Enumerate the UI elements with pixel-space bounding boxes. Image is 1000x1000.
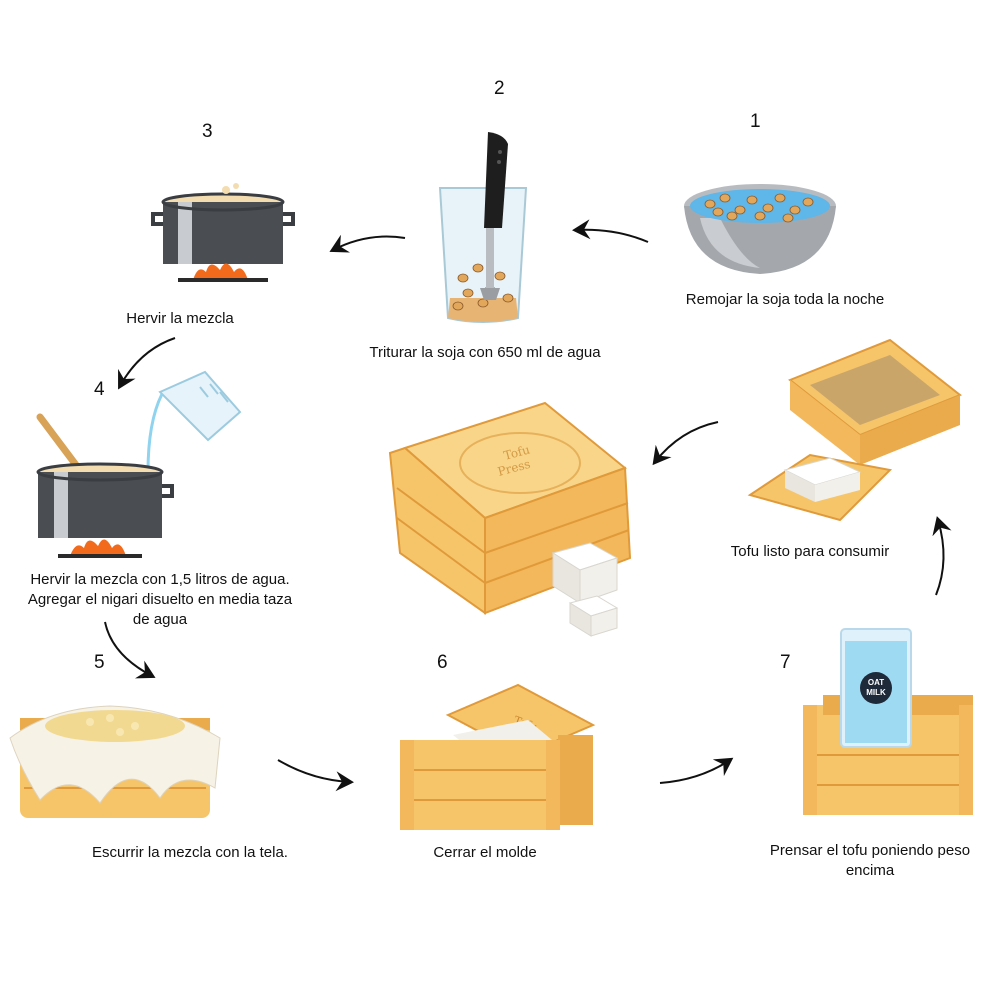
arrow-6-to-7 [659,757,734,784]
step-3-number: 3 [202,121,213,142]
blender-glass-illustration [438,132,528,323]
step-1-number: 1 [750,111,761,132]
step-6-number: 6 [437,652,448,673]
pressing-weight-illustration: OAT MILK [803,628,973,815]
step-4-caption-line-1: Hervir la mezcla con 1,5 litros de agua. [30,571,290,588]
arrow-5-to-6 [277,759,354,792]
soaking-bowl-illustration [684,184,836,274]
step-1-caption: Remojar la soja toda la noche [685,291,885,308]
arrow-3-to-4 [118,337,176,390]
boiling-pot-illustration [151,183,295,282]
step-7-caption: Prensar el tofu poniendo peso encima [745,841,995,881]
tofu-press-base-text-1: Tofu [502,442,531,462]
step-7-caption-line-1: Prensar el tofu poniendo peso [769,842,971,859]
draining-cloth-mold-illustration [9,705,221,818]
step-2-caption: Triturar la soja con 650 ml de agua [369,344,601,361]
step-4-number: 4 [94,379,105,400]
arrow-7-to-final [932,516,952,596]
step-7-caption-line-2: encima [845,862,895,879]
step-6-caption: Cerrar el molde [433,844,537,861]
final-caption: Tofu listo para consumir [730,543,890,560]
arrow-final-to-tofu [652,421,719,466]
arrow-2-to-3 [329,234,406,253]
pot-with-nigari-illustration [36,370,242,558]
closed-mold-illustration: Tofu Press [400,683,596,830]
step-5-number: 5 [94,652,105,673]
milk-label-line-2: MILK [866,688,886,697]
step-2-number: 2 [494,78,505,99]
step-4-caption-line-2: Agregar el nigari disuelto en media taza [27,591,293,608]
step-4-caption: Hervir la mezcla con 1,5 litros de agua.… [0,570,320,630]
opened-mold-tofu-illustration [747,338,962,522]
arrow-1-to-2 [572,219,649,243]
step-7-number: 7 [780,652,791,673]
tofu-press-center-illustration: Tofu Press [388,401,632,637]
step-3-caption: Hervir la mezcla [126,310,234,327]
step-4-caption-line-3: de agua [132,611,188,628]
arrow-4-to-5 [104,621,156,679]
step-5-caption: Escurrir la mezcla con la tela. [92,844,288,861]
milk-label-line-1: OAT [868,678,884,687]
